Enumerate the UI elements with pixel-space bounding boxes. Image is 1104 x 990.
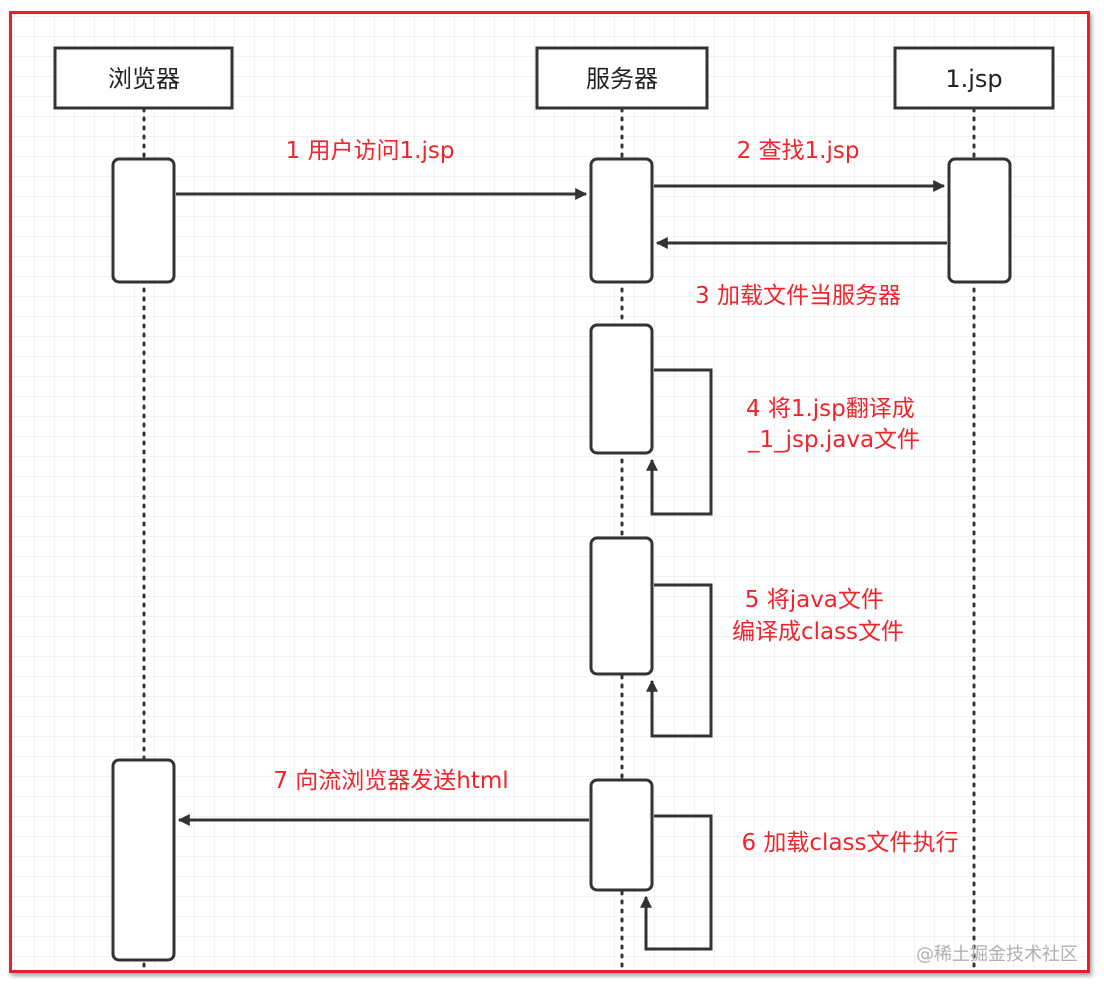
activation-server-2 bbox=[589, 323, 654, 455]
participant-jsp: 1.jsp bbox=[893, 46, 1055, 110]
label-m2: 2 查找1.jsp bbox=[737, 138, 860, 164]
label-m3: 3 加载文件当服务器 bbox=[695, 283, 901, 309]
activation-server-3 bbox=[589, 536, 654, 676]
watermark: @稀土掘金技术社区 bbox=[916, 944, 1078, 965]
participant-server-label: 服务器 bbox=[586, 65, 658, 93]
label-m4: 4 将1.jsp翻译成 _1_jsp.java文件 bbox=[746, 396, 922, 453]
label-m7: 7 向流浏览器发送html bbox=[273, 768, 508, 794]
label-m1: 1 用户访问1.jsp bbox=[286, 138, 455, 164]
activation-server-4 bbox=[589, 778, 654, 892]
participant-browser-label: 浏览器 bbox=[108, 65, 180, 93]
label-m6: 6 加载class文件执行 bbox=[741, 830, 958, 856]
activation-browser-1 bbox=[111, 157, 176, 284]
label-m5: 5 将java文件 编译成class文件 bbox=[732, 587, 904, 645]
participant-browser: 浏览器 bbox=[53, 46, 234, 110]
arrow-m5 bbox=[646, 583, 713, 738]
activation-jsp-1 bbox=[947, 157, 1012, 284]
participant-jsp-label: 1.jsp bbox=[945, 65, 1002, 93]
activation-browser-2 bbox=[111, 758, 176, 962]
arrow-m6 bbox=[640, 814, 713, 951]
arrow-m4 bbox=[646, 368, 713, 516]
participant-server: 服务器 bbox=[535, 46, 709, 110]
grid-background bbox=[12, 14, 1087, 970]
activation-server-1 bbox=[589, 157, 654, 284]
